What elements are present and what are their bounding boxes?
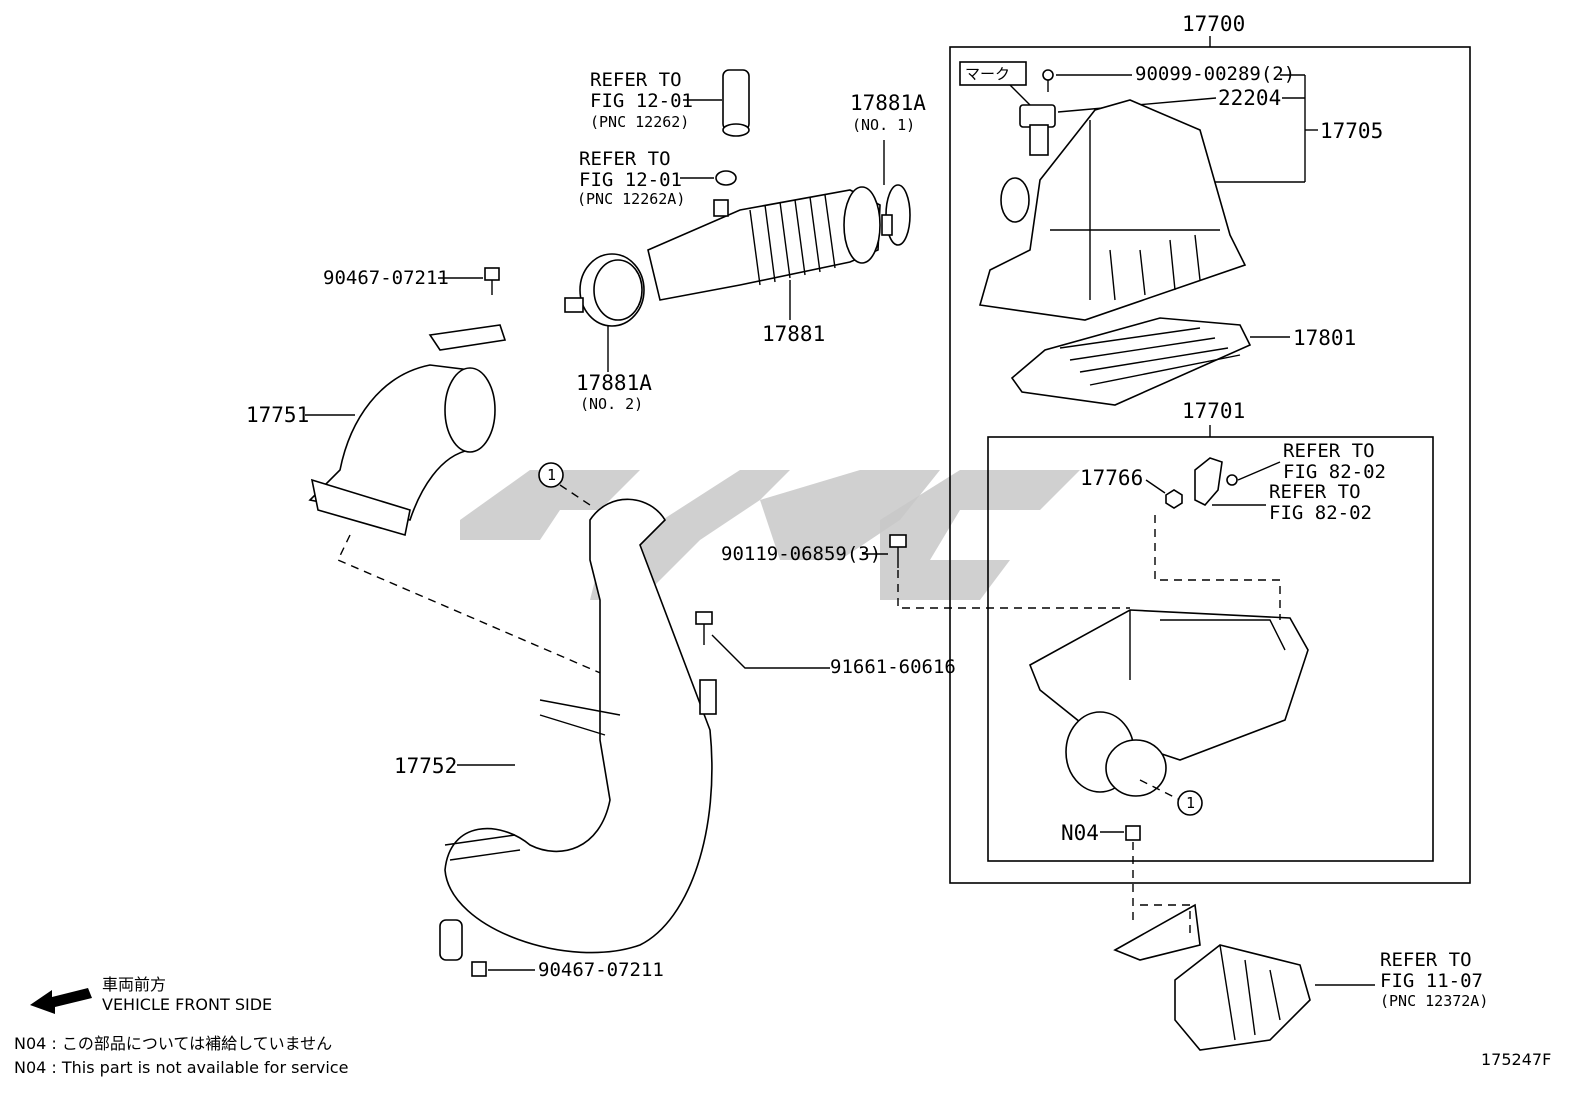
refer-1-line2: FIG 12-01: [590, 90, 693, 112]
label-17752: 17752: [394, 754, 457, 778]
refer-5-line2: FIG 11-07: [1380, 970, 1483, 992]
mount-bracket: [1113, 903, 1311, 1051]
grommet-n04: [1125, 825, 1141, 841]
label-17801: 17801: [1293, 326, 1356, 350]
bolt-ref: [1226, 474, 1238, 486]
clamp-17881a-no1: [881, 184, 911, 246]
mark-box: [959, 61, 1027, 86]
label-circle-1a: 1: [547, 466, 556, 484]
refer-3-line1: REFER TO: [1283, 440, 1375, 462]
air-cleaner-cap-17705: [978, 99, 1247, 321]
label-17700: 17700: [1182, 12, 1245, 36]
label-17751: 17751: [246, 403, 309, 427]
air-duct-17752: [439, 498, 717, 961]
pipe-12262: [722, 69, 750, 137]
circle-marker-1b: [1177, 790, 1203, 816]
refer-5-line1: REFER TO: [1380, 949, 1472, 971]
label-90099: 90099-00289(2): [1135, 63, 1295, 85]
watermark-logo: [460, 470, 1080, 600]
label-circle-1b: 1: [1186, 794, 1195, 812]
label-17881: 17881: [762, 322, 825, 346]
label-17881a-no1-sub: (NO. 1): [852, 116, 915, 134]
elbow-hose-17751: [308, 324, 507, 537]
bolt-90467-bottom: [471, 961, 487, 977]
vehicle-front-arrow-icon: [30, 988, 92, 1014]
air-cleaner-case-17701: [1028, 609, 1309, 797]
legend-n04-jp: N04 : この部品については補給していません: [14, 1034, 332, 1053]
refer-2-line3: (PNC 12262A): [577, 190, 685, 208]
label-n04: N04: [1061, 821, 1099, 845]
label-17705: 17705: [1320, 119, 1383, 143]
clip-12262a: [715, 170, 737, 186]
air-hose-17881: [647, 186, 881, 301]
label-90119: 90119-06859(3): [721, 543, 881, 565]
air-flow-sensor-22204: [1019, 104, 1056, 156]
legend-front-jp: 車両前方: [102, 975, 166, 994]
legend-n04-en: N04 : This part is not available for ser…: [14, 1058, 348, 1077]
refer-1-line1: REFER TO: [590, 69, 682, 91]
circle-marker-1a: [538, 462, 564, 488]
air-filter-17801: [1010, 317, 1252, 406]
label-90467-top: 90467-07211: [323, 267, 449, 289]
bracket-part: [1194, 457, 1223, 506]
label-90467-bottom: 90467-07211: [538, 959, 664, 981]
label-17766: 17766: [1080, 466, 1143, 490]
label-17881a-no2-sub: (NO. 2): [580, 395, 643, 413]
refer-3-line2: FIG 82-02: [1283, 461, 1386, 483]
bolt-90467-top: [484, 267, 500, 295]
figure-id: 175247F: [1481, 1050, 1551, 1069]
label-22204: 22204: [1218, 86, 1281, 110]
bolt-90119: [889, 534, 907, 568]
nut-17766: [1165, 489, 1183, 509]
bolt-90099: [1042, 69, 1054, 92]
refer-2-line2: FIG 12-01: [579, 169, 682, 191]
label-17881a-no1: 17881A: [850, 91, 926, 115]
label-91661: 91661-60616: [830, 656, 956, 678]
label-17881a-no2: 17881A: [576, 371, 652, 395]
bolt-91661: [695, 611, 713, 645]
legend-front-en: VEHICLE FRONT SIDE: [102, 995, 272, 1014]
dashed-leader-case-top: [1154, 515, 1281, 620]
label-17701: 17701: [1182, 399, 1245, 423]
refer-5-line3: (PNC 12372A): [1380, 992, 1488, 1010]
refer-4-line2: FIG 82-02: [1269, 502, 1372, 524]
refer-1-line3: (PNC 12262): [590, 113, 689, 131]
label-mark: マーク: [965, 65, 1010, 83]
clamp-17881a-no2: [564, 253, 645, 327]
refer-2-line1: REFER TO: [579, 148, 671, 170]
refer-4-line1: REFER TO: [1269, 481, 1361, 503]
